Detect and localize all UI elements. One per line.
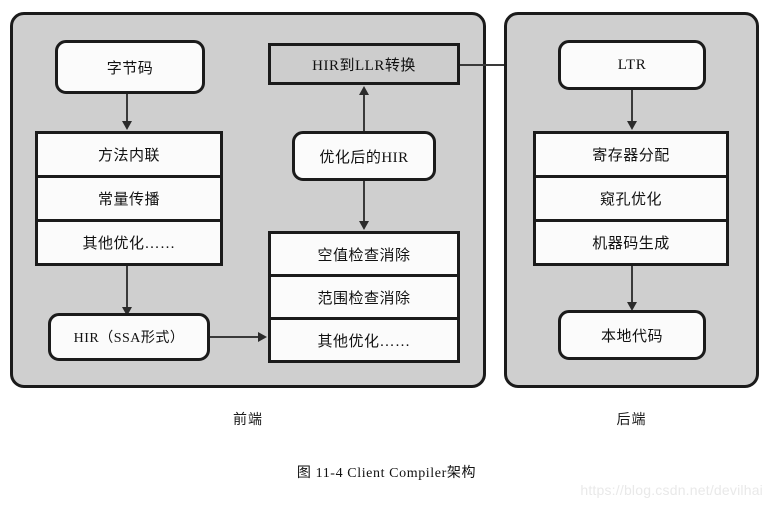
watermark-url: https://blog.csdn.net/devilhai xyxy=(580,482,763,498)
arrowhead-ltr-to-backendstack xyxy=(627,121,637,130)
stack-row-constant-propagation[interactable]: 常量传播 xyxy=(38,178,220,222)
arrowhead-bytecode-to-optstack xyxy=(122,121,132,130)
stack-row-null-check-elimination[interactable]: 空值检查消除 xyxy=(271,234,457,277)
node-hir-to-llr[interactable]: HIR到LLR转换 xyxy=(268,43,460,85)
stack-row-method-inlining[interactable]: 方法内联 xyxy=(38,134,220,178)
arrowhead-optimizedhir-to-midstack xyxy=(359,221,369,230)
stack-row-register-allocation[interactable]: 寄存器分配 xyxy=(536,134,726,178)
node-bytecode-label: 字节码 xyxy=(106,60,154,77)
connector-backendstack-to-nativecode xyxy=(631,266,633,304)
node-hir-to-llr-label: HIR到LLR转换 xyxy=(312,57,416,74)
connector-optimizedhir-to-midstack xyxy=(363,181,365,223)
stack-frontend-checks: 空值检查消除 范围检查消除 其他优化…… xyxy=(268,231,460,363)
stack-frontend-optimizations: 方法内联 常量传播 其他优化…… xyxy=(35,131,223,266)
connector-optstack-to-hirssa xyxy=(126,266,128,309)
node-ltr[interactable]: LTR xyxy=(558,40,706,90)
stack-row-range-check-elimination[interactable]: 范围检查消除 xyxy=(271,277,457,320)
node-optimized-hir-label: 优化后的HIR xyxy=(319,149,409,166)
stack-row-peephole-optimization[interactable]: 窥孔优化 xyxy=(536,178,726,222)
stack-row-other-optimizations[interactable]: 其他优化…… xyxy=(82,236,176,252)
stack-row-other-optimizations-mid[interactable]: 其他优化…… xyxy=(317,333,411,350)
node-native-code-label: 本地代码 xyxy=(600,328,663,345)
connector-bytecode-to-optstack xyxy=(126,94,128,123)
node-native-code[interactable]: 本地代码 xyxy=(558,310,706,360)
node-hir-ssa-label: HIR（SSA形式） xyxy=(73,331,185,346)
arrowhead-optimizedhir-to-hirllr xyxy=(359,86,369,95)
connector-hirssa-to-midstack xyxy=(210,336,259,338)
node-bytecode[interactable]: 字节码 xyxy=(55,40,205,94)
label-frontend: 前端 xyxy=(233,413,263,428)
node-ltr-label: LTR xyxy=(617,56,647,73)
node-hir-ssa[interactable]: HIR（SSA形式） xyxy=(48,313,210,361)
arrowhead-hirssa-to-midstack xyxy=(258,332,267,342)
stack-backend-codegen: 寄存器分配 窥孔优化 机器码生成 xyxy=(533,131,729,266)
arrowhead-backendstack-to-nativecode xyxy=(627,302,637,311)
connector-optimizedhir-to-hirllr xyxy=(363,94,365,131)
arrowhead-optstack-to-hirssa xyxy=(122,307,132,316)
stack-row-machine-code-generation[interactable]: 机器码生成 xyxy=(592,236,670,252)
label-backend: 后端 xyxy=(616,413,647,428)
figure-caption: 图 11-4 Client Compiler架构 xyxy=(296,466,477,481)
connector-ltr-to-backendstack xyxy=(631,90,633,123)
node-optimized-hir[interactable]: 优化后的HIR xyxy=(292,131,436,181)
